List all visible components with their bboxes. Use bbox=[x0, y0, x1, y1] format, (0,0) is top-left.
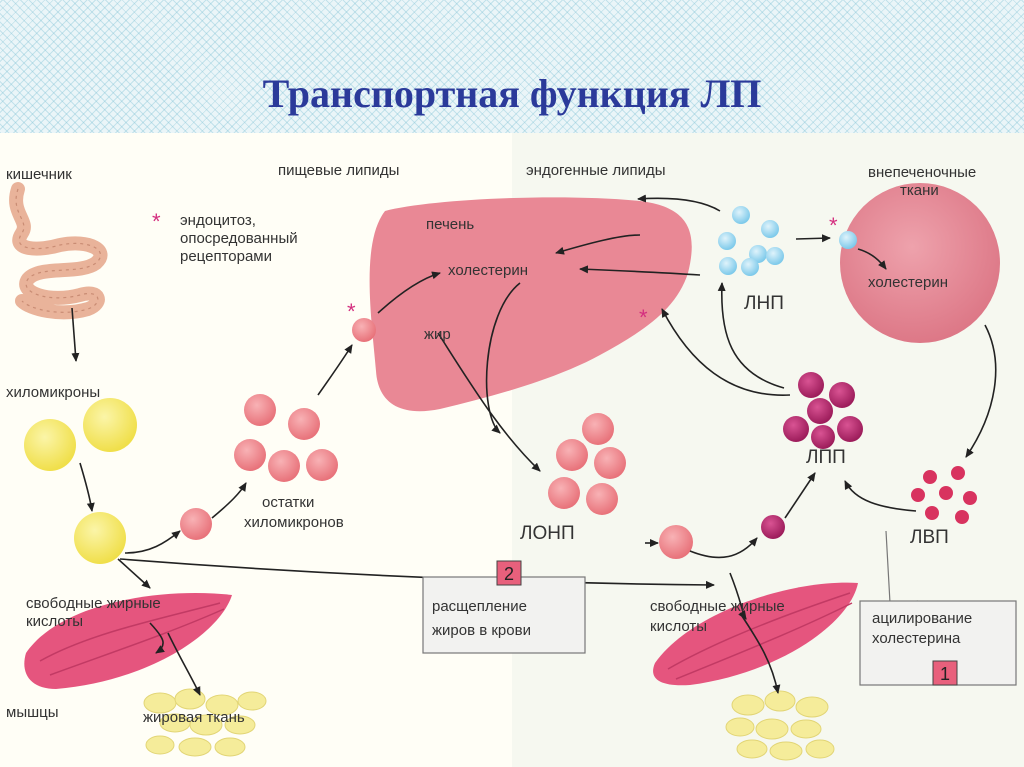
ffa-right-label-1: свободные жирные bbox=[650, 598, 785, 615]
adipose-tissue-right bbox=[725, 690, 835, 761]
extrahepatic-label-2: ткани bbox=[900, 182, 939, 199]
fat-label: жир bbox=[424, 326, 451, 343]
fat-breakdown-box: 2 расщепление жиров в крови bbox=[422, 560, 586, 654]
box1-line1: ацилирование bbox=[872, 610, 972, 627]
remnants-label-1: остатки bbox=[262, 494, 314, 511]
adipose-label: жировая ткань bbox=[143, 709, 245, 726]
ldl-label: ЛНП bbox=[744, 293, 784, 314]
title-banner: Транспортная функция ЛП bbox=[0, 0, 1024, 133]
dietary-lipids-label: пищевые липиды bbox=[278, 162, 399, 179]
chylomicrons-label: хиломикроны bbox=[6, 384, 100, 401]
ffa-right-label-2: кислоты bbox=[650, 618, 707, 635]
box1-line2: холестерина bbox=[872, 630, 961, 647]
box2-line2: жиров в крови bbox=[432, 622, 531, 639]
endocytosis-label-2: опосредованный bbox=[180, 230, 298, 247]
extrahepatic-tissue bbox=[840, 183, 1000, 343]
intestine-label: кишечник bbox=[6, 166, 72, 183]
vldl-label: ЛОНП bbox=[520, 523, 575, 544]
lipoprotein-transport-diagram: 2 расщепление жиров в крови ацилирование… bbox=[0, 133, 1024, 767]
page-title: Транспортная функция ЛП bbox=[262, 71, 762, 116]
chylomicron-particles bbox=[24, 398, 137, 564]
intestine-icon bbox=[9, 182, 108, 320]
extrahepatic-label-1: внепеченочные bbox=[868, 164, 976, 181]
box2-line1: расщепление bbox=[432, 598, 527, 615]
star-remnant: * bbox=[347, 299, 356, 324]
ffa-left-label-1: свободные жирные bbox=[26, 595, 161, 612]
endocytosis-label-1: эндоцитоз, bbox=[180, 212, 256, 229]
star-ldl: * bbox=[639, 305, 648, 330]
chylomicron-remnant-particles bbox=[180, 318, 376, 540]
muscle-right-icon bbox=[653, 582, 858, 686]
star-tissue: * bbox=[829, 213, 838, 238]
box1-number: 1 bbox=[940, 664, 950, 684]
liver-shape bbox=[369, 197, 692, 412]
ffa-left-label-2: кислоты bbox=[26, 613, 83, 630]
liver-label: печень bbox=[426, 216, 474, 233]
ldl-particles bbox=[718, 206, 857, 276]
endogenous-lipids-label: эндогенные липиды bbox=[526, 162, 666, 179]
tissue-cholesterol-label: холестерин bbox=[868, 274, 948, 291]
muscle-left-icon bbox=[24, 593, 232, 689]
adipose-tissue-left bbox=[143, 688, 267, 757]
remnants-label-2: хиломикронов bbox=[244, 514, 344, 531]
idl-particles bbox=[761, 372, 863, 539]
vldl-particles bbox=[548, 413, 693, 559]
cholesterol-acylation-box: ацилирование холестерина 1 bbox=[859, 530, 1017, 686]
star-legend: * bbox=[152, 209, 161, 234]
idl-label: ЛПП bbox=[806, 447, 846, 468]
endocytosis-label-3: рецепторами bbox=[180, 248, 272, 265]
muscles-label: мышцы bbox=[6, 704, 59, 721]
hdl-label: ЛВП bbox=[910, 527, 949, 548]
hdl-particles bbox=[911, 466, 977, 524]
pathway-arrows bbox=[71, 194, 997, 696]
box2-number: 2 bbox=[504, 564, 514, 584]
liver-cholesterol-label: холестерин bbox=[448, 262, 528, 279]
